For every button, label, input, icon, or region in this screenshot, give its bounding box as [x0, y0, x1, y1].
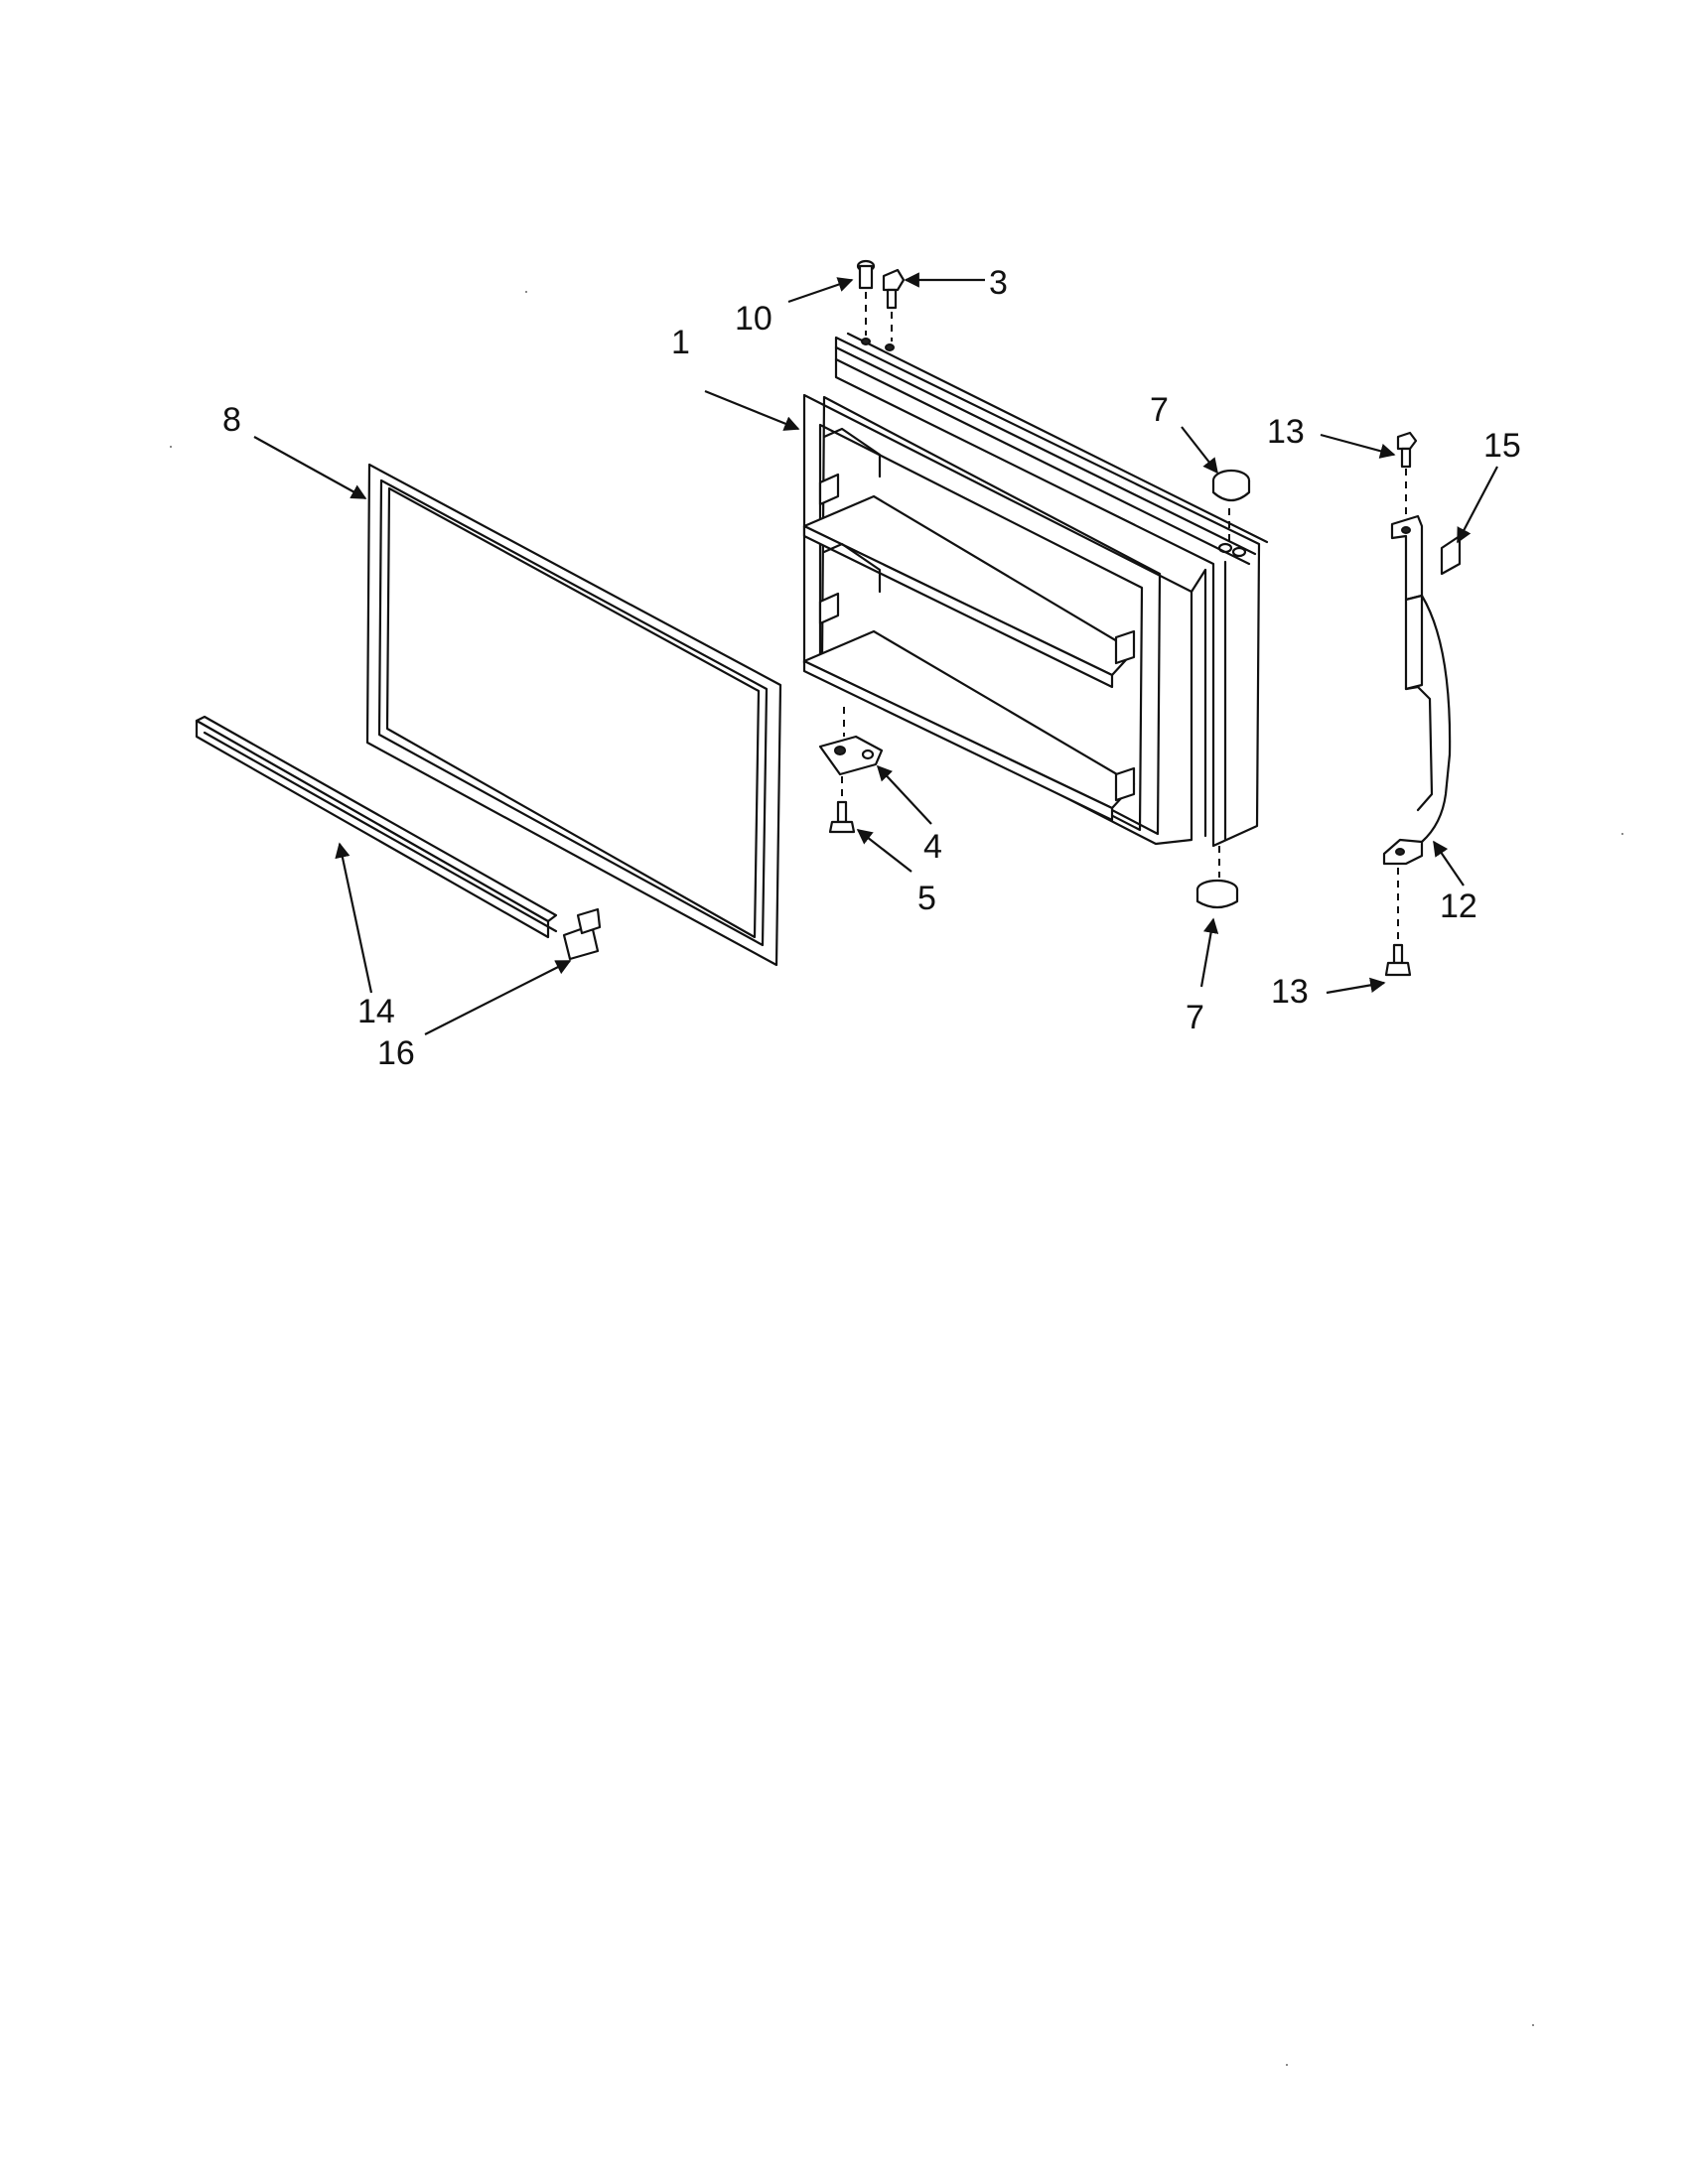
callout-16: 16: [377, 1034, 415, 1072]
leader-12: [1433, 840, 1465, 887]
scan-specks: [170, 291, 1623, 2066]
hole-plug-part: [856, 259, 876, 336]
callout-5: 5: [917, 880, 936, 917]
hinge-cap-top-part: [1211, 469, 1251, 544]
callout-15: 15: [1483, 427, 1521, 465]
callout-1: 1: [671, 324, 690, 361]
leader-15: [1457, 466, 1498, 544]
callout-13-bottom: 13: [1271, 973, 1309, 1011]
callout-10: 10: [735, 300, 772, 338]
callout-7-top: 7: [1150, 391, 1169, 429]
callout-4: 4: [923, 828, 942, 866]
leader-lines: [253, 272, 1498, 1035]
callout-12: 12: [1440, 887, 1477, 925]
leader-13a: [1320, 433, 1396, 459]
leader-8: [253, 436, 367, 499]
leader-1: [704, 389, 800, 431]
leader-14: [335, 842, 373, 994]
door-trim-strip-part: [195, 715, 558, 939]
leader-13b: [1326, 977, 1386, 995]
bracket-screw-part: [828, 776, 856, 834]
leader-5: [856, 829, 912, 873]
leader-10: [787, 277, 854, 304]
callout-8: 8: [222, 401, 241, 439]
leader-16: [424, 960, 572, 1035]
door-handle-part: [1382, 514, 1452, 866]
callout-13-top: 13: [1267, 413, 1305, 451]
door-gasket-part: [365, 463, 782, 967]
leader-7a: [1181, 426, 1218, 475]
handle-screw-top-part: [1396, 431, 1418, 516]
callout-14: 14: [357, 993, 395, 1030]
leader-7b: [1199, 917, 1219, 988]
door-stop-bracket-part: [818, 707, 884, 776]
top-screw-part: [882, 268, 906, 341]
trim-end-cap-part: [562, 907, 602, 961]
leader-4: [876, 764, 932, 825]
callout-7-bottom: 7: [1186, 999, 1204, 1036]
callout-3: 3: [989, 264, 1008, 302]
callout-labels: 8 1 10 3 7 7 4 5 13 13 15 12 14 16: [222, 264, 1521, 1072]
handle-screw-bottom-part: [1384, 868, 1412, 977]
handle-label-part: [1440, 534, 1462, 576]
door-liner-part: [802, 332, 1269, 848]
hinge-bushing-bottom-part: [1195, 846, 1239, 909]
